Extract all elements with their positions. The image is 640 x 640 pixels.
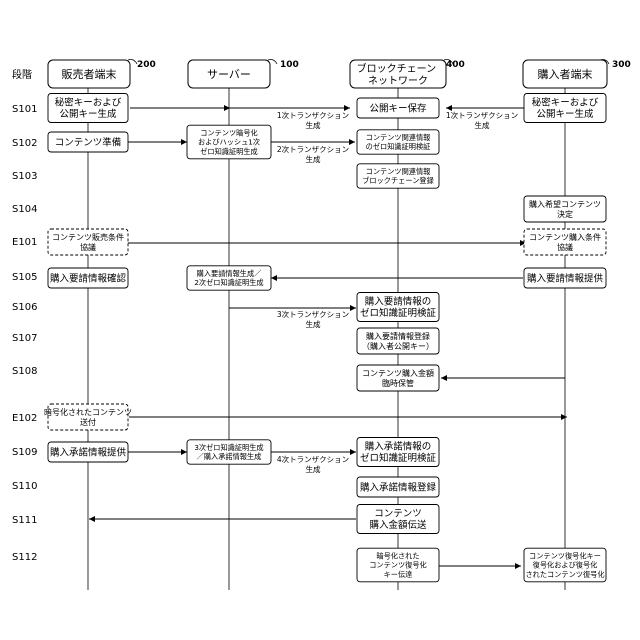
transaction-label: 3次トランザクション生成 bbox=[277, 309, 349, 329]
process-box: 購入希望コンテンツ決定 bbox=[524, 196, 606, 222]
actor-server: サーバー 100 bbox=[188, 60, 299, 89]
stage-label: S104 bbox=[12, 204, 37, 215]
actor-server-label: サーバー bbox=[207, 68, 251, 81]
process-box-label: コンテンツ関連情報のゼロ知識証明検証 bbox=[366, 133, 431, 151]
process-box-label: コンテンツ暗号化およびハッシュ1次ゼロ知識証明生成 bbox=[198, 128, 260, 155]
stage-label: S109 bbox=[12, 447, 37, 458]
process-box-label: 購入要請情報確認 bbox=[50, 272, 127, 284]
process-boxes: 秘密キーおよび公開キー生成公開キー保存秘密キーおよび公開キー生成コンテンツ準備コ… bbox=[44, 94, 606, 582]
stage-label: S111 bbox=[12, 515, 37, 526]
process-box: 購入承諾情報登録 bbox=[357, 477, 439, 497]
process-box-label: 秘密キーおよび公開キー生成 bbox=[55, 97, 122, 121]
process-box: コンテンツ購入金額伝送 bbox=[357, 505, 439, 534]
process-box: 購入承諾情報提供 bbox=[48, 442, 128, 462]
process-box: 購入要請情報確認 bbox=[48, 268, 128, 288]
actor-buyer-label: 購入者端末 bbox=[538, 67, 593, 81]
stage-label: S108 bbox=[12, 366, 37, 377]
process-box-label: コンテンツ購入金額伝送 bbox=[369, 509, 427, 532]
process-box: コンテンツ暗号化およびハッシュ1次ゼロ知識証明生成 bbox=[187, 125, 271, 159]
transaction-label: 1次トランザクション生成 bbox=[277, 110, 349, 130]
process-box: コンテンツ関連情報のゼロ知識証明検証 bbox=[357, 130, 439, 154]
stage-label: S105 bbox=[12, 272, 37, 283]
transaction-label: 4次トランザクション生成 bbox=[277, 454, 349, 474]
actor-buyer-ref: 300 bbox=[612, 60, 631, 70]
process-box-label: 購入要請情報生成／2次ゼロ知識証明生成 bbox=[194, 269, 263, 287]
process-box: コンテンツ関連情報ブロックチェーン登録 bbox=[357, 164, 439, 188]
process-box: コンテンツ復号化キー復号化および復号化されたコンテンツ復号化 bbox=[524, 548, 606, 582]
process-box: 購入要請情報登録（購入者公開キー） bbox=[357, 328, 439, 354]
process-box: 秘密キーおよび公開キー生成 bbox=[48, 94, 128, 123]
stage-label: S102 bbox=[12, 138, 37, 149]
stage-labels: S101 S102 S103 S104 E101 S105 S106 S107 … bbox=[12, 104, 37, 563]
process-box: 暗号化されたコンテンツ復号化キー伝達 bbox=[357, 548, 439, 582]
process-box-label: 購入承諾情報登録 bbox=[360, 481, 437, 493]
arrows bbox=[87, 108, 567, 566]
process-box: 3次ゼロ知識証明生成／購入承諾情報生成 bbox=[187, 440, 271, 464]
actor-seller-ref: 200 bbox=[137, 60, 156, 70]
process-box: コンテンツ準備 bbox=[48, 132, 128, 152]
stage-label: S107 bbox=[12, 333, 37, 344]
process-box-label: 購入承諾情報のゼロ知識証明検証 bbox=[360, 441, 437, 465]
process-box-label: コンテンツ関連情報ブロックチェーン登録 bbox=[362, 167, 434, 185]
process-box: 購入要請情報提供 bbox=[524, 268, 606, 288]
actor-chain: ブロックチェーン ネットワーク 400 bbox=[350, 60, 465, 89]
process-box-label: 3次ゼロ知識証明生成／購入承諾情報生成 bbox=[194, 443, 263, 461]
process-box: 暗号化されたコンテンツ送付 bbox=[44, 404, 132, 430]
process-box-label: 購入要請情報のゼロ知識証明検証 bbox=[360, 296, 437, 320]
stage-label: S112 bbox=[12, 552, 37, 563]
actor-headers: 販売者端末 200 サーバー 100 ブロックチェーン ネットワーク 400 購… bbox=[48, 60, 631, 89]
process-box: コンテンツ購入条件協議 bbox=[524, 229, 606, 255]
process-box: コンテンツ購入金額臨時保管 bbox=[357, 365, 439, 391]
stage-header: 段階 bbox=[12, 68, 32, 81]
stage-label: E102 bbox=[12, 413, 37, 424]
process-box-label: 公開キー保存 bbox=[369, 102, 427, 114]
actor-server-ref: 100 bbox=[280, 60, 299, 70]
stage-label: S103 bbox=[12, 171, 37, 182]
process-box: 購入要請情報生成／2次ゼロ知識証明生成 bbox=[187, 266, 271, 290]
lifelines bbox=[88, 88, 565, 590]
process-box-label: 購入承諾情報提供 bbox=[50, 446, 127, 458]
process-box: コンテンツ販売条件協議 bbox=[48, 229, 128, 255]
process-box-label: コンテンツ準備 bbox=[55, 136, 122, 148]
stage-label: S101 bbox=[12, 104, 37, 115]
actor-seller: 販売者端末 200 bbox=[48, 60, 156, 89]
stage-label: S110 bbox=[12, 481, 37, 492]
stage-label: S106 bbox=[12, 302, 37, 313]
process-box: 購入承諾情報のゼロ知識証明検証 bbox=[357, 438, 439, 467]
stage-label: E101 bbox=[12, 237, 37, 248]
actor-seller-label: 販売者端末 bbox=[62, 67, 117, 81]
transaction-label: 1次トランザクション生成 bbox=[446, 110, 518, 130]
actor-chain-label: ブロックチェーン ネットワーク bbox=[357, 62, 440, 87]
process-box: 秘密キーおよび公開キー生成 bbox=[524, 94, 606, 123]
transaction-label: 2次トランザクション生成 bbox=[277, 144, 349, 164]
process-box-label: 購入要請情報登録（購入者公開キー） bbox=[362, 331, 434, 351]
process-box-label: 購入要請情報提供 bbox=[527, 272, 604, 284]
process-box: 公開キー保存 bbox=[357, 98, 439, 118]
actor-buyer: 購入者端末 300 bbox=[523, 60, 631, 89]
process-box-label: 秘密キーおよび公開キー生成 bbox=[532, 97, 599, 121]
process-box-label: コンテンツ復号化キー復号化および復号化されたコンテンツ復号化 bbox=[525, 551, 604, 578]
actor-chain-ref: 400 bbox=[446, 60, 465, 70]
process-box: 購入要請情報のゼロ知識証明検証 bbox=[357, 293, 439, 322]
